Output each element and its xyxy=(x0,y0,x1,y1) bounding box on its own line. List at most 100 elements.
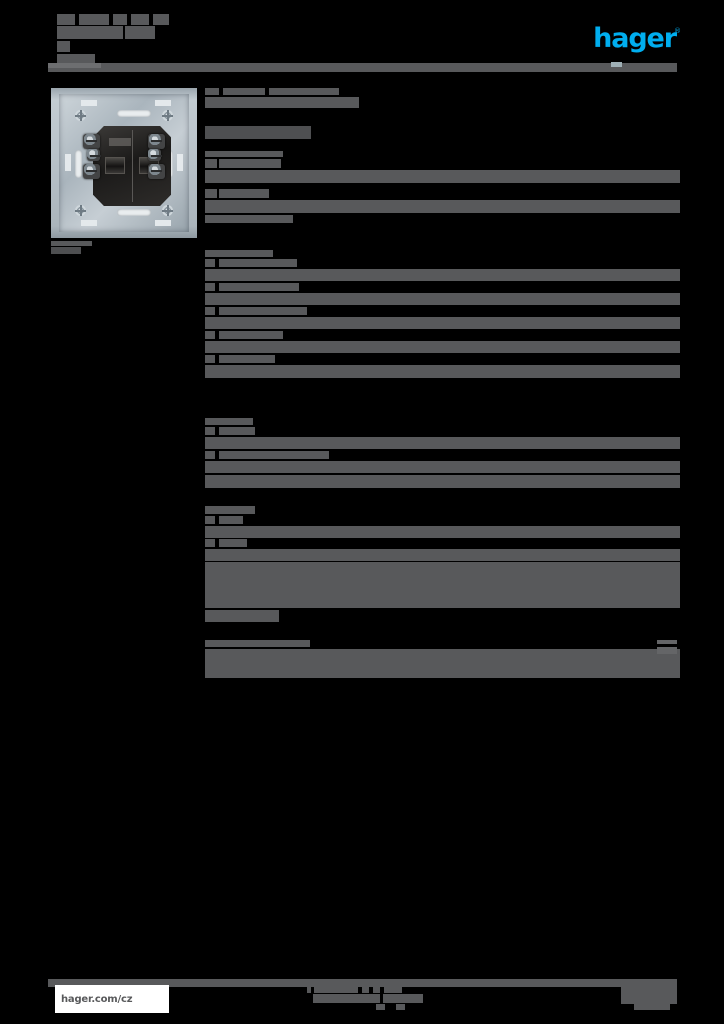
plate-notch xyxy=(155,100,171,106)
row-value xyxy=(205,170,680,183)
rocker-contact xyxy=(105,157,125,174)
footer-bar-tick xyxy=(657,647,677,654)
registered-trademark-icon: ® xyxy=(674,27,681,35)
row-value xyxy=(205,475,680,488)
footer-center-token xyxy=(314,984,358,993)
footer-bar-label xyxy=(205,640,310,647)
plate-notch xyxy=(155,220,171,226)
plate-slot xyxy=(117,110,151,117)
product-caption xyxy=(51,241,92,254)
terminal-screw xyxy=(83,164,100,179)
row-value xyxy=(205,365,680,378)
caption-token xyxy=(51,241,92,246)
plate-notch xyxy=(65,154,71,171)
title-token xyxy=(269,88,339,95)
row-bullet xyxy=(205,283,215,291)
plate-notch xyxy=(177,154,183,171)
title-token xyxy=(223,88,265,95)
subtitle-token xyxy=(205,126,311,139)
row-bullet xyxy=(205,516,215,524)
title-token xyxy=(205,88,219,95)
footer-center-token xyxy=(313,994,380,1003)
header-divider-accent xyxy=(48,63,101,68)
row-bullet xyxy=(205,539,215,547)
section-heading xyxy=(205,418,253,425)
row-value-extra xyxy=(609,437,680,449)
row-bullet xyxy=(205,451,215,459)
row-label xyxy=(219,259,297,267)
row-label xyxy=(219,159,281,168)
footer-right-token xyxy=(634,1000,670,1010)
hager-logo-text: hager xyxy=(593,23,677,54)
row-label xyxy=(219,539,247,547)
product-mounting-plate xyxy=(59,94,189,232)
page-footer xyxy=(0,960,724,1024)
header-divider xyxy=(48,63,677,72)
terminal-screw xyxy=(148,134,165,149)
document-title xyxy=(57,14,187,66)
footer-center-token xyxy=(383,994,423,1003)
row-note xyxy=(205,215,293,223)
row-bullet xyxy=(205,427,215,435)
row-value xyxy=(205,293,680,305)
row-bullet xyxy=(205,259,215,267)
row-label xyxy=(219,427,255,435)
row-value xyxy=(205,461,680,473)
footer-center-token xyxy=(307,984,311,993)
title-token xyxy=(153,14,169,25)
row-value xyxy=(205,341,680,353)
row-label xyxy=(219,189,269,198)
row-label xyxy=(219,331,283,339)
star-screw-icon xyxy=(75,205,86,216)
row-label xyxy=(219,307,307,315)
footer-center-token xyxy=(362,984,369,993)
title-token xyxy=(205,97,359,108)
row-label xyxy=(205,610,279,622)
terminal-screw xyxy=(148,149,162,161)
row-value xyxy=(205,317,680,329)
footer-url[interactable]: hager.com/cz xyxy=(55,985,169,1013)
star-screw-icon xyxy=(75,110,86,121)
row-bullet xyxy=(205,159,217,168)
footer-center-token xyxy=(384,984,402,993)
row-label xyxy=(219,283,299,291)
row-value xyxy=(205,269,680,281)
row-value-multiline xyxy=(205,562,680,608)
row-label xyxy=(219,516,243,524)
row-bullet xyxy=(205,355,215,363)
footer-right-token xyxy=(621,984,677,1004)
title-token xyxy=(57,14,75,25)
product-photo xyxy=(51,88,197,238)
terminal-screw xyxy=(83,134,100,149)
row-bullet xyxy=(205,307,215,315)
row-value xyxy=(205,526,680,538)
header-divider-tick xyxy=(611,62,622,67)
plate-slot xyxy=(75,150,82,178)
footer-divider xyxy=(48,979,677,987)
plate-notch xyxy=(81,100,97,106)
row-label xyxy=(219,355,275,363)
row-bullet xyxy=(205,189,217,198)
footer-bar xyxy=(205,649,680,678)
star-screw-icon xyxy=(162,110,173,121)
row-value xyxy=(205,200,680,213)
title-token xyxy=(79,14,109,25)
footer-center-token xyxy=(376,1004,385,1010)
terminal-screw xyxy=(87,149,101,161)
plate-notch xyxy=(81,220,97,226)
section-heading xyxy=(205,506,255,514)
row-value xyxy=(205,437,680,449)
footer-center-token xyxy=(373,984,380,993)
row-bullet xyxy=(205,331,215,339)
footer-url-text: hager.com/cz xyxy=(61,993,133,1005)
footer-bar-tick xyxy=(657,640,677,644)
title-token xyxy=(131,14,149,25)
mechanism-divider xyxy=(132,130,133,202)
mechanism-marking xyxy=(109,138,131,146)
section-heading xyxy=(205,250,273,257)
star-screw-icon xyxy=(162,205,173,216)
plate-slot xyxy=(117,209,151,216)
title-token xyxy=(125,26,155,39)
page-header: hager ® xyxy=(0,0,724,80)
